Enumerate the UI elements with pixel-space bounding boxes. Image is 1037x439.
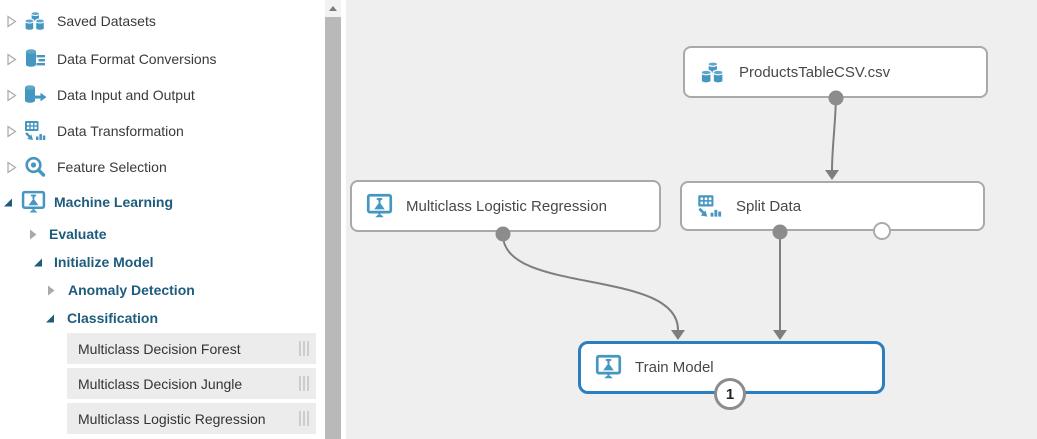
connector-dataset-to-splitdata (831, 97, 837, 172)
arrowhead-icon (773, 330, 787, 340)
machine-learning-icon (594, 354, 622, 382)
data-transformation-icon (695, 192, 723, 220)
dataset-icon (698, 58, 726, 86)
node-label: Train Model (635, 359, 714, 376)
module-palette-sidebar: Saved Datasets Data Format Conversions D… (0, 0, 325, 439)
sidebar-item-saved-datasets[interactable]: Saved Datasets (6, 8, 156, 34)
sidebar-item-label: Feature Selection (57, 159, 167, 175)
node-split-data[interactable]: Split Data (680, 181, 985, 231)
sidebar-item-feature-selection[interactable]: Feature Selection (6, 154, 167, 180)
expand-arrow-icon[interactable] (6, 53, 18, 65)
sidebar-item-label: Initialize Model (54, 254, 154, 270)
sidebar-item-label: Evaluate (49, 226, 107, 242)
sidebar-item-classification[interactable]: Classification (44, 305, 158, 331)
module-multiclass-decision-jungle[interactable]: Multiclass Decision Jungle (67, 368, 316, 399)
drag-grip-icon[interactable] (299, 411, 309, 426)
expand-arrow-icon[interactable] (6, 89, 18, 101)
expand-arrow-icon[interactable] (6, 125, 18, 137)
train-model-output-port-badge[interactable]: 1 (714, 378, 746, 410)
sidebar-item-initialize-model[interactable]: Initialize Model (32, 249, 154, 275)
sidebar-item-machine-learning[interactable]: Machine Learning (2, 189, 173, 215)
drag-grip-icon[interactable] (299, 376, 309, 391)
sidebar-item-data-transformation[interactable]: Data Transformation (6, 118, 184, 144)
expand-arrow-icon[interactable] (6, 161, 18, 173)
node-productstablecsv[interactable]: ProductsTableCSV.csv (683, 46, 988, 98)
feature-selection-icon (22, 154, 48, 180)
sidebar-item-anomaly-detection[interactable]: Anomaly Detection (45, 277, 195, 303)
scrollbar-thumb[interactable] (325, 17, 341, 439)
sidebar-item-label: Machine Learning (54, 194, 174, 210)
node-label: ProductsTableCSV.csv (739, 63, 891, 81)
sidebar-item-data-input-and-output[interactable]: Data Input and Output (6, 82, 195, 108)
connector-mlr-to-trainmodel (502, 235, 680, 332)
collapse-arrow-icon[interactable] (2, 196, 14, 208)
data-format-conversions-icon (22, 46, 48, 72)
arrowhead-icon (671, 330, 685, 340)
arrowhead-icon (825, 170, 839, 180)
data-transformation-icon (22, 118, 48, 144)
scroll-up-button[interactable] (325, 0, 341, 17)
sidebar-item-label: Data Transformation (57, 123, 184, 139)
data-input-output-icon (22, 82, 48, 108)
sidebar-item-data-format-conversions[interactable]: Data Format Conversions (6, 46, 217, 72)
drag-grip-icon[interactable] (299, 341, 309, 356)
collapse-arrow-icon[interactable] (44, 312, 56, 324)
module-label: Multiclass Decision Jungle (78, 375, 243, 392)
node-label: Multiclass Logistic Regression (406, 197, 607, 215)
expand-arrow-icon[interactable] (27, 228, 39, 240)
module-multiclass-logistic-regression[interactable]: Multiclass Logistic Regression (67, 403, 316, 434)
sidebar-item-evaluate[interactable]: Evaluate (27, 221, 107, 247)
scroll-up-arrow-icon (329, 6, 337, 11)
module-label: Multiclass Logistic Regression (78, 410, 266, 427)
sidebar-item-label: Data Format Conversions (57, 51, 217, 67)
expand-arrow-icon[interactable] (6, 15, 18, 27)
sidebar-item-label: Anomaly Detection (68, 282, 195, 298)
machine-learning-icon (365, 192, 393, 220)
experiment-canvas[interactable]: ProductsTableCSV.csv Multiclass Logistic… (346, 0, 1037, 439)
module-label: Multiclass Decision Forest (78, 340, 241, 357)
sidebar-scrollbar[interactable] (325, 0, 341, 439)
sidebar-item-label: Saved Datasets (57, 13, 156, 29)
machine-learning-icon (20, 189, 46, 215)
module-multiclass-decision-forest[interactable]: Multiclass Decision Forest (67, 333, 316, 364)
node-label: Split Data (736, 197, 802, 215)
saved-datasets-icon (22, 8, 48, 34)
sidebar-item-label: Classification (67, 310, 159, 326)
sidebar-item-label: Data Input and Output (57, 87, 195, 103)
node-multiclass-logistic-regression[interactable]: Multiclass Logistic Regression (350, 180, 661, 232)
collapse-arrow-icon[interactable] (32, 256, 44, 268)
expand-arrow-icon[interactable] (45, 284, 57, 296)
